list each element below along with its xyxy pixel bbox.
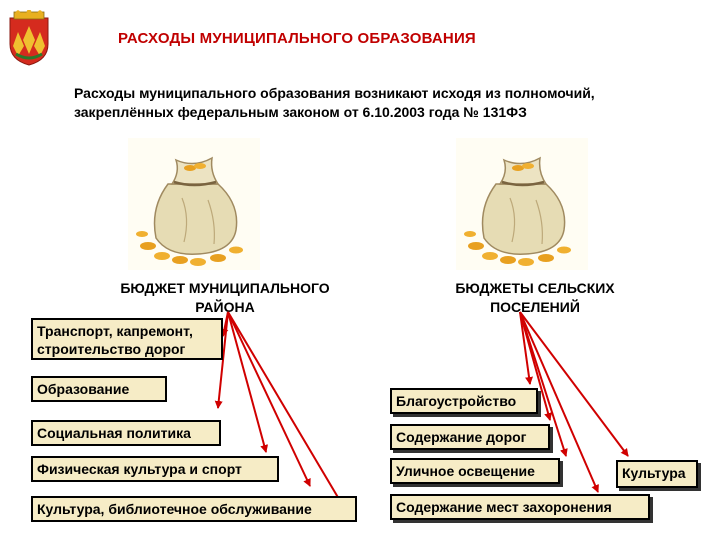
district-item-sport: Физическая культура и спорт xyxy=(31,456,279,482)
arrow-district-education xyxy=(214,311,229,409)
settlement-item-cemeteries: Содержание мест захоронения xyxy=(390,494,650,520)
coat-of-arms-icon xyxy=(9,10,49,66)
intro-text: Расходы муниципального образования возни… xyxy=(74,84,704,122)
arrow-settlement-culture xyxy=(519,311,629,457)
settlement-item-culture: Культура xyxy=(616,460,698,488)
money-bag-icon xyxy=(456,138,588,270)
district-budget-title: БЮДЖЕТ МУНИЦИПАЛЬНОГО РАЙОНА xyxy=(120,280,330,315)
page-title: РАСХОДЫ МУНИЦИПАЛЬНОГО ОБРАЗОВАНИЯ xyxy=(118,30,476,47)
settlement-item-improvement: Благоустройство xyxy=(390,388,538,414)
district-item-culture-library: Культура, библиотечное обслуживание xyxy=(31,496,357,522)
district-item-education: Образование xyxy=(31,376,167,402)
district-item-transport: Транспорт, капремонт, строительство доро… xyxy=(31,318,223,360)
settlements-budget-title: БЮДЖЕТЫ СЕЛЬСКИХ ПОСЕЛЕНИЙ xyxy=(455,280,615,315)
district-item-social-policy: Социальная политика xyxy=(31,420,221,446)
settlement-item-street-lighting: Уличное освещение xyxy=(390,458,560,484)
arrow-district-sport xyxy=(227,311,311,487)
settlement-item-road-maintenance: Содержание дорог xyxy=(390,424,550,450)
arrow-district-culture xyxy=(227,311,353,522)
arrow-district-social xyxy=(227,311,269,453)
money-bag-icon xyxy=(128,138,260,270)
arrow-settlement-lighting xyxy=(519,311,568,457)
intro-line-1: Расходы муниципального образования возни… xyxy=(74,85,595,101)
intro-line-2: закреплённых федеральным законом от 6.10… xyxy=(74,104,527,120)
arrow-settlement-cemeteries xyxy=(519,311,599,493)
arrow-settlement-improvement xyxy=(519,311,533,385)
